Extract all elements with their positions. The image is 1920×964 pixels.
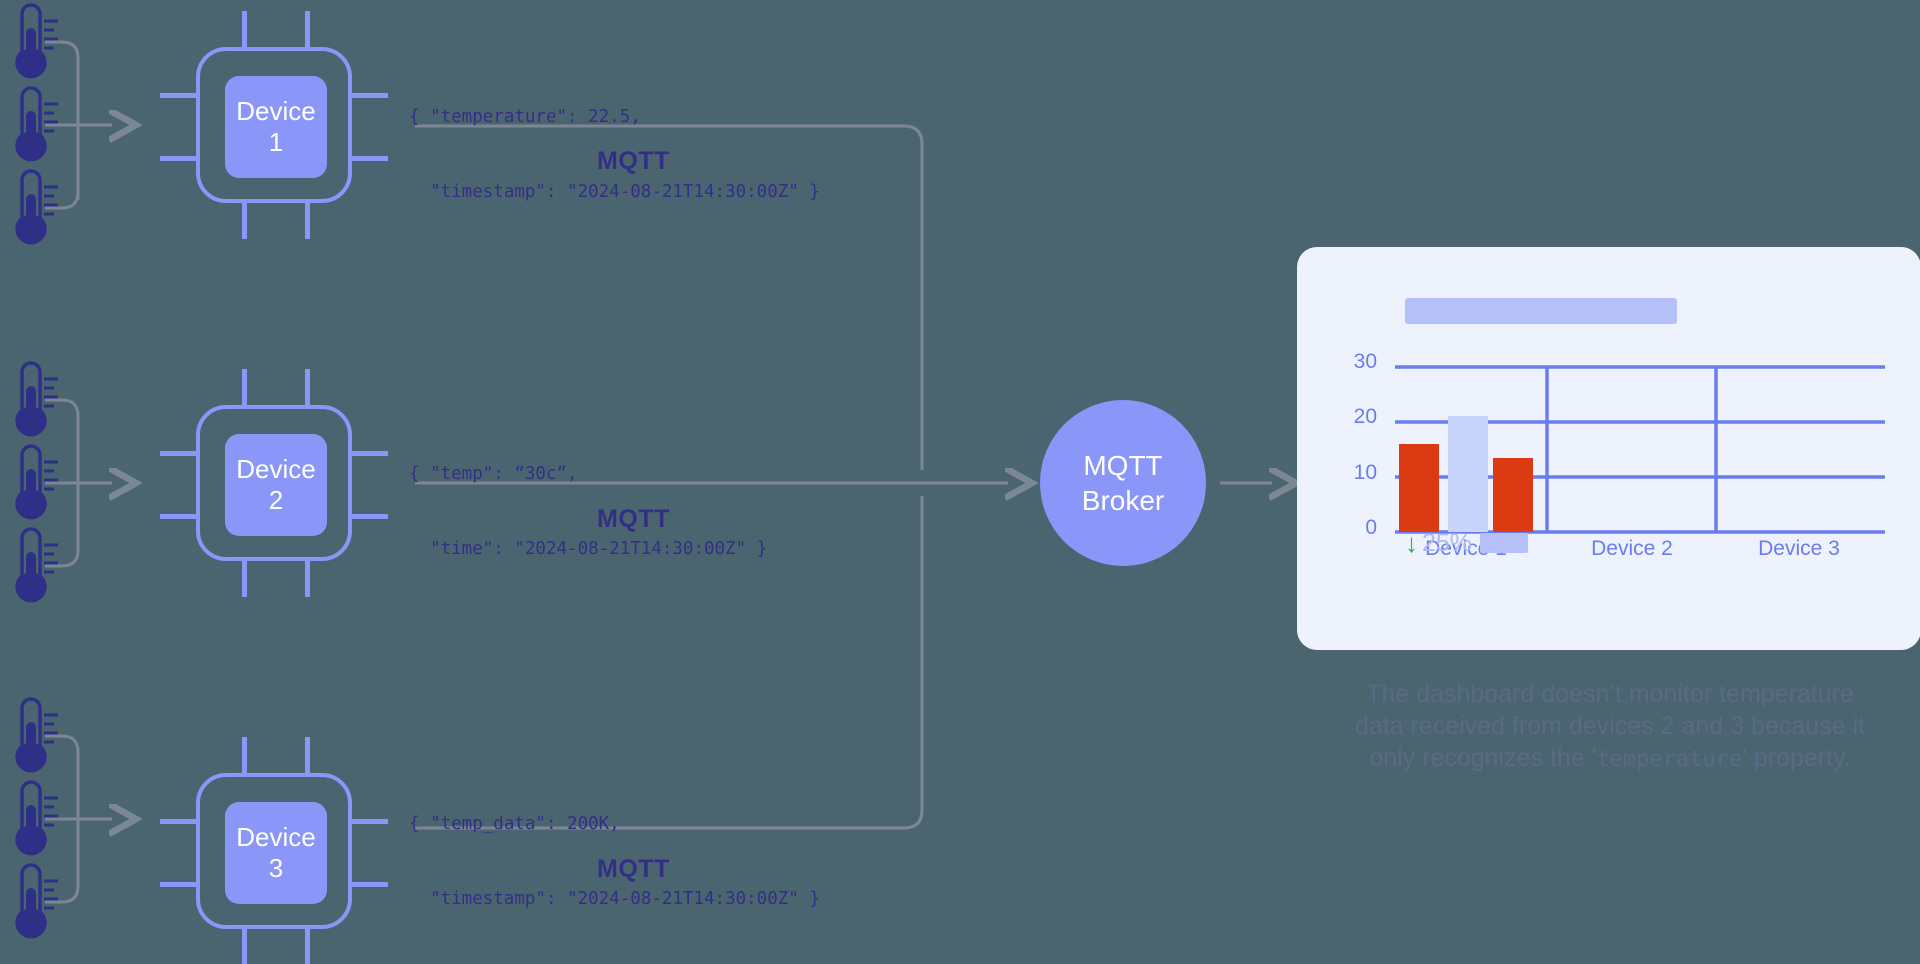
chip-pin <box>352 156 388 161</box>
chip-pin <box>352 882 388 887</box>
device-label-line1: Device <box>236 96 316 126</box>
device-chip-1[interactable]: Device 1 <box>160 11 388 239</box>
chip-pin <box>160 451 196 456</box>
payload-line-1: { "temp": “30c”, <box>409 464 578 484</box>
chip-pin <box>352 93 388 98</box>
chip-pin <box>305 203 310 239</box>
thermometer-icon <box>15 863 58 939</box>
arrow-down-icon: ↓ <box>1405 528 1418 558</box>
chip-pin <box>305 11 310 47</box>
y-axis-tick-10: 10 <box>1353 461 1377 484</box>
device-chip-3[interactable]: Device 3 <box>160 737 388 964</box>
thermometer-icon <box>15 444 58 520</box>
broker-label-line2: Broker <box>1081 485 1165 516</box>
dashboard-card[interactable]: 30 20 10 0 Device 1 Device 2 D <box>1297 247 1920 650</box>
device-3-payload: { "temp_data": 200K, "timestamp": "2024-… <box>409 762 820 962</box>
chip-pin <box>160 819 196 824</box>
y-axis-tick-30: 30 <box>1353 350 1377 373</box>
caption-line-2: data received from devices 2 and 3 becau… <box>1354 712 1866 740</box>
dashboard-caption: The dashboard doesn’t monitor temperatur… <box>1290 678 1920 776</box>
device-label-line2: 1 <box>268 127 284 157</box>
payload-line-1: { "temperature": 22.5, <box>409 107 641 127</box>
bar-device1-series3 <box>1493 458 1533 532</box>
y-axis-tick-20: 20 <box>1353 405 1377 428</box>
device-label-line2: 3 <box>268 853 284 883</box>
chip-pin <box>305 561 310 597</box>
caption-line3-post: ' property. <box>1742 744 1851 772</box>
bar-device1-series2 <box>1448 416 1488 532</box>
thermometer-icon <box>15 3 58 79</box>
caption-line3-pre: only recognizes the ' <box>1369 744 1597 772</box>
chip-pin <box>160 93 196 98</box>
chip-pin <box>352 514 388 519</box>
device-label-line2: 2 <box>268 485 284 515</box>
chip-pin <box>242 369 247 405</box>
chip-pin <box>242 203 247 239</box>
x-axis-label-device-3: Device 3 <box>1758 537 1840 560</box>
thermometer-icon <box>15 86 58 162</box>
device-1-payload: { "temperature": 22.5, "timestamp": "202… <box>409 55 820 255</box>
chip-pin <box>305 929 310 964</box>
dashboard-title-placeholder <box>1405 298 1677 324</box>
chip-pin <box>242 737 247 773</box>
device-2-protocol-label: MQTT <box>597 505 670 533</box>
trend-badge: ↓ 25% <box>1405 528 1529 558</box>
bar-device1-series1 <box>1399 444 1439 532</box>
caption-property-name: temperature <box>1596 747 1743 772</box>
bar-chart <box>1395 365 1885 534</box>
device-1-protocol-label: MQTT <box>597 147 670 175</box>
thermometer-icon <box>15 361 58 437</box>
broker-label-line1: MQTT <box>1083 450 1163 481</box>
trend-percent: 25% <box>1422 529 1473 557</box>
device-2-payload: { "temp": “30c”, "time": "2024-08-21T14:… <box>409 412 767 612</box>
device-chip-3-label: Device 3 <box>225 802 327 904</box>
thermometer-icon <box>15 169 58 245</box>
badge-placeholder-block <box>1480 533 1529 553</box>
chip-pin <box>160 882 196 887</box>
caption-line-1: The dashboard doesn’t monitor temperatur… <box>1366 680 1854 708</box>
chip-pin <box>305 369 310 405</box>
chip-pin <box>352 451 388 456</box>
thermometer-icon <box>15 780 58 856</box>
device-label-line1: Device <box>236 454 316 484</box>
y-axis-tick-0: 0 <box>1365 516 1377 539</box>
device-chip-2[interactable]: Device 2 <box>160 369 388 597</box>
payload-line-1: { "temp_data": 200K, <box>409 814 620 834</box>
payload-line-2: "time": "2024-08-21T14:30:00Z" } <box>409 539 768 559</box>
thermometer-icon <box>15 527 58 603</box>
mqtt-broker-node[interactable]: MQTT Broker <box>1040 400 1206 566</box>
device-chip-1-label: Device 1 <box>225 76 327 178</box>
payload-line-2: "timestamp": "2024-08-21T14:30:00Z" } <box>409 889 820 909</box>
thermometer-icon <box>15 697 58 773</box>
x-axis-label-device-2: Device 2 <box>1591 537 1673 560</box>
chip-pin <box>352 819 388 824</box>
payload-line-2: "timestamp": "2024-08-21T14:30:00Z" } <box>409 182 820 202</box>
device-label-line1: Device <box>236 822 316 852</box>
caption-line-3: only recognizes the 'temperature' proper… <box>1290 742 1920 776</box>
chip-pin <box>242 929 247 964</box>
chip-pin <box>242 11 247 47</box>
chip-pin <box>160 156 196 161</box>
chip-pin <box>305 737 310 773</box>
chip-pin <box>242 561 247 597</box>
chip-pin <box>160 514 196 519</box>
device-chip-2-label: Device 2 <box>225 434 327 536</box>
device-3-protocol-label: MQTT <box>597 855 670 883</box>
